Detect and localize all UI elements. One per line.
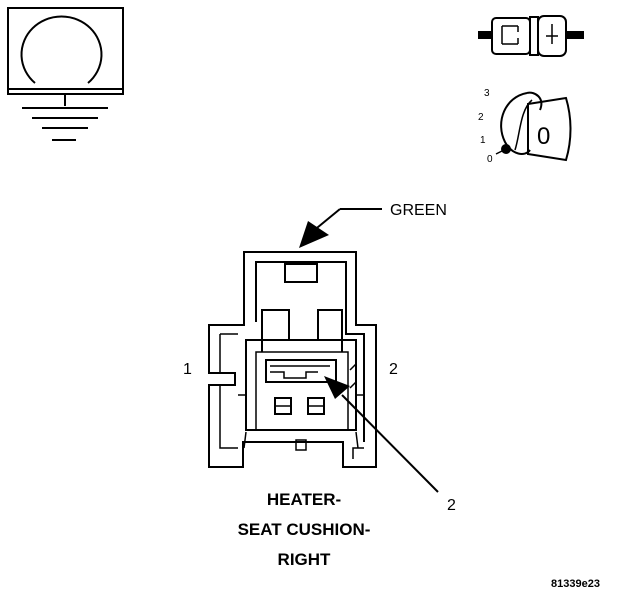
connector-outline [208,251,377,468]
terminal-cavity [265,359,337,383]
title-line-3: RIGHT [278,550,332,569]
terminal-callout: 2 [324,376,456,514]
key-position-2: 2 [478,112,484,123]
key-position-3: 3 [484,88,490,99]
pin-holes [274,397,325,415]
color-callout: GREEN [299,202,447,248]
key-position-0: 0 [487,154,493,165]
title-line-1: HEATER- [267,490,341,509]
callout-number: 2 [447,497,456,514]
ignition-key-icon: 3 2 1 0 0 [478,88,572,165]
key-position-1: 1 [480,135,486,146]
figure-id: 81339e23 [551,578,600,590]
title-line-2: SEAT CUSHION- [238,520,371,539]
ground-symbol-icon [7,7,124,141]
key-center-label: 0 [537,123,550,150]
color-label: GREEN [390,202,447,219]
connector-mating-icon [478,15,584,57]
pin-label-right: 2 [389,361,398,378]
pin-label-left: 1 [183,361,192,378]
